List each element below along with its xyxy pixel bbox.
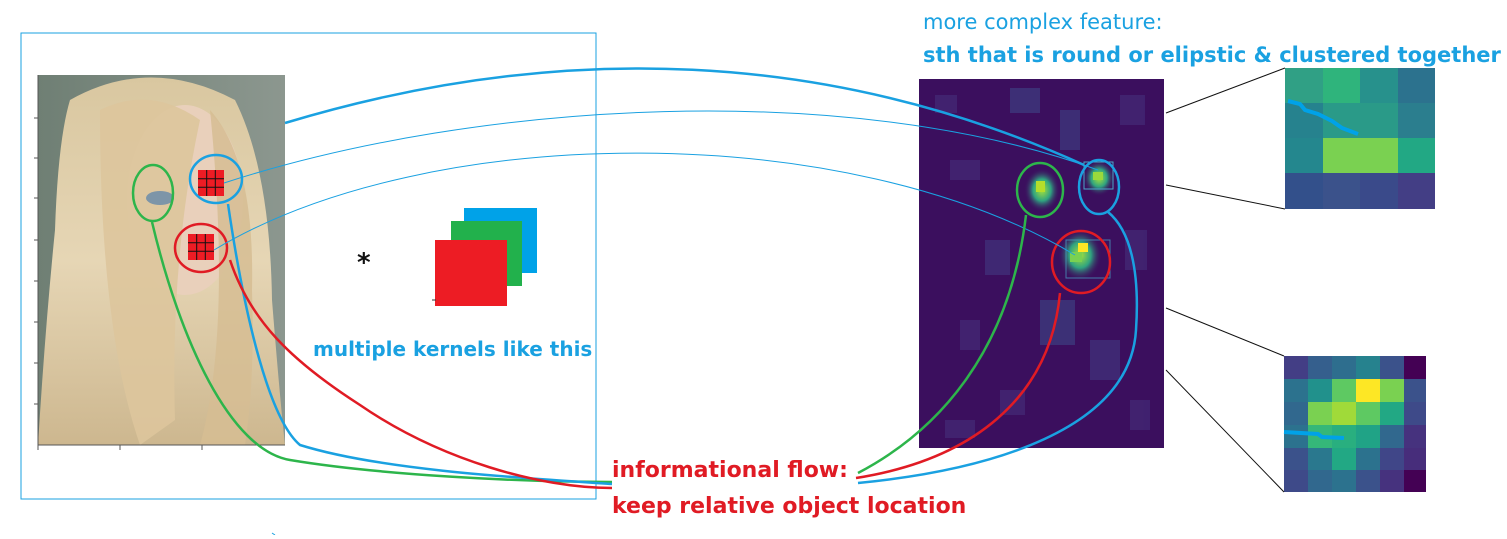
circle-green-feature (1015, 161, 1065, 219)
circle-red-feature (1050, 229, 1112, 295)
flow-label-line1: informational flow: (612, 458, 848, 483)
kernels-label: multiple kernels like this (313, 337, 593, 361)
flow-label-line2: keep relative object location (612, 494, 967, 519)
stacked-kernels (435, 208, 537, 306)
kernel-patch-cheek (188, 234, 214, 260)
zoom-patch-bottom (1283, 356, 1426, 492)
circle-blue-right-eye (188, 153, 244, 205)
convolution-symbol: * (357, 248, 371, 278)
feature-title-line1: more complex feature: (923, 10, 1163, 34)
kernel-mapping-curve-eye (223, 110, 1099, 184)
flow-curve-green-right (857, 214, 1028, 475)
frame-to-map-curve (284, 67, 1085, 167)
flow-curve-red (228, 259, 613, 490)
flow-curve-blue (226, 203, 613, 486)
flow-curve-red-right (855, 292, 1062, 480)
circle-blue-feature (1077, 158, 1121, 216)
zoom-connector-lines (1165, 67, 1286, 493)
zoom-patch-top (1285, 68, 1435, 209)
kernel-mapping-curve-cheek (213, 152, 1076, 256)
feature-map (919, 79, 1164, 448)
kernel-patch-eye (198, 170, 224, 196)
circle-red-cheek (173, 222, 229, 274)
input-photo (34, 75, 285, 450)
circle-green-left-eye (131, 163, 175, 223)
feature-title-line2: sth that is round or elipstic & clustere… (923, 43, 1501, 67)
input-frame (20, 32, 597, 500)
flow-curve-blue-right (857, 211, 1139, 485)
flow-curve-green (150, 221, 613, 484)
